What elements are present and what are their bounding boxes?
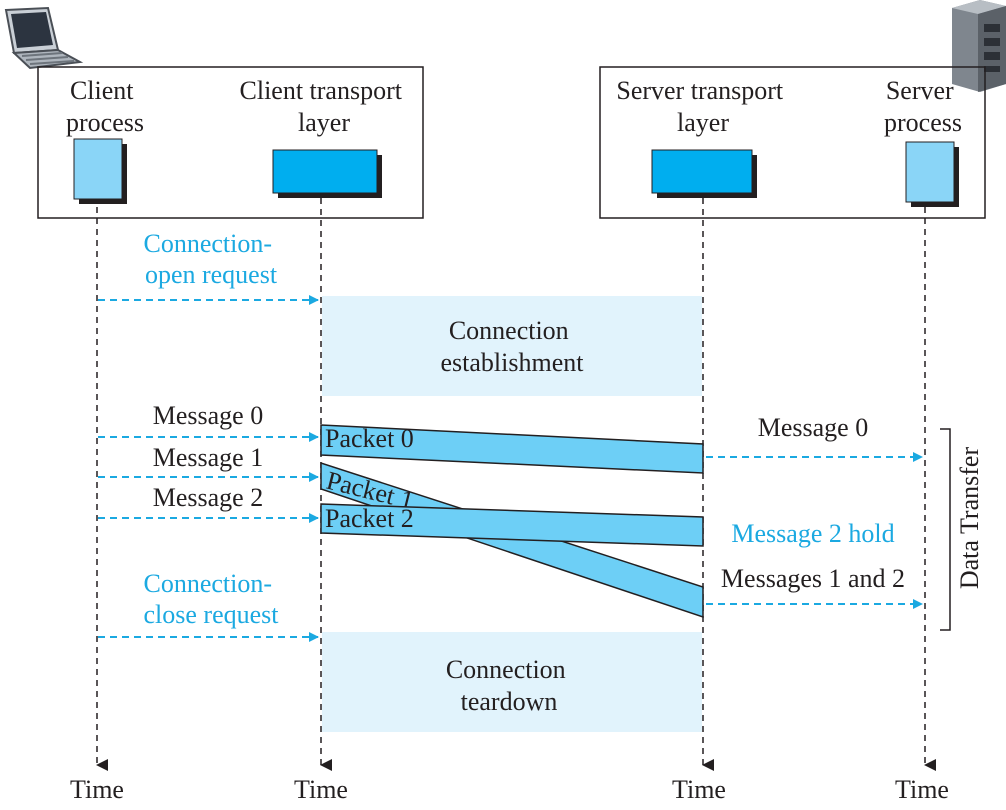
client-message-0-label: Message 0 [153, 401, 263, 430]
server-process-label: Server process [884, 76, 962, 137]
client-process-box [73, 138, 127, 204]
establishment-label: Connection establishment [441, 316, 585, 377]
client-transport-box [272, 149, 382, 198]
data-transfer-label: Data Transfer [955, 447, 984, 590]
server-transport-box [651, 149, 757, 198]
time-label-client-transport: Time [294, 775, 348, 804]
server-messages-1-2-label: Messages 1 and 2 [721, 564, 905, 593]
client-transport-label: Client transport layer [240, 76, 409, 137]
message-2-hold-label: Message 2 hold [731, 519, 894, 548]
teardown-label: Connection teardown [446, 655, 572, 716]
client-host-box [37, 66, 424, 219]
server-message-0-label: Message 0 [758, 413, 868, 442]
client-message-1-label: Message 1 [153, 443, 263, 472]
client-process-label: Client process [66, 76, 144, 137]
time-label-server-process: Time [895, 775, 949, 804]
connection-teardown-region [322, 632, 702, 732]
packet-0-band [320, 424, 704, 474]
data-transfer-bracket [940, 428, 951, 631]
open-request-label: Connection- open request [143, 229, 278, 289]
packet-0-label: Packet 0 [325, 424, 414, 453]
laptop-icon [4, 6, 84, 70]
connection-establishment-region [322, 296, 702, 396]
time-label-server-transport: Time [672, 775, 726, 804]
packet-2-band [320, 503, 704, 547]
server-transport-label: Server transport layer [616, 76, 789, 137]
time-label-client-process: Time [70, 775, 124, 804]
server-tower-icon [952, 0, 1006, 92]
packet-2-label: Packet 2 [325, 504, 414, 533]
close-request-label: Connection- close request [143, 569, 279, 629]
server-process-box [905, 141, 959, 207]
client-message-2-label: Message 2 [153, 483, 263, 512]
server-host-box [599, 66, 986, 219]
